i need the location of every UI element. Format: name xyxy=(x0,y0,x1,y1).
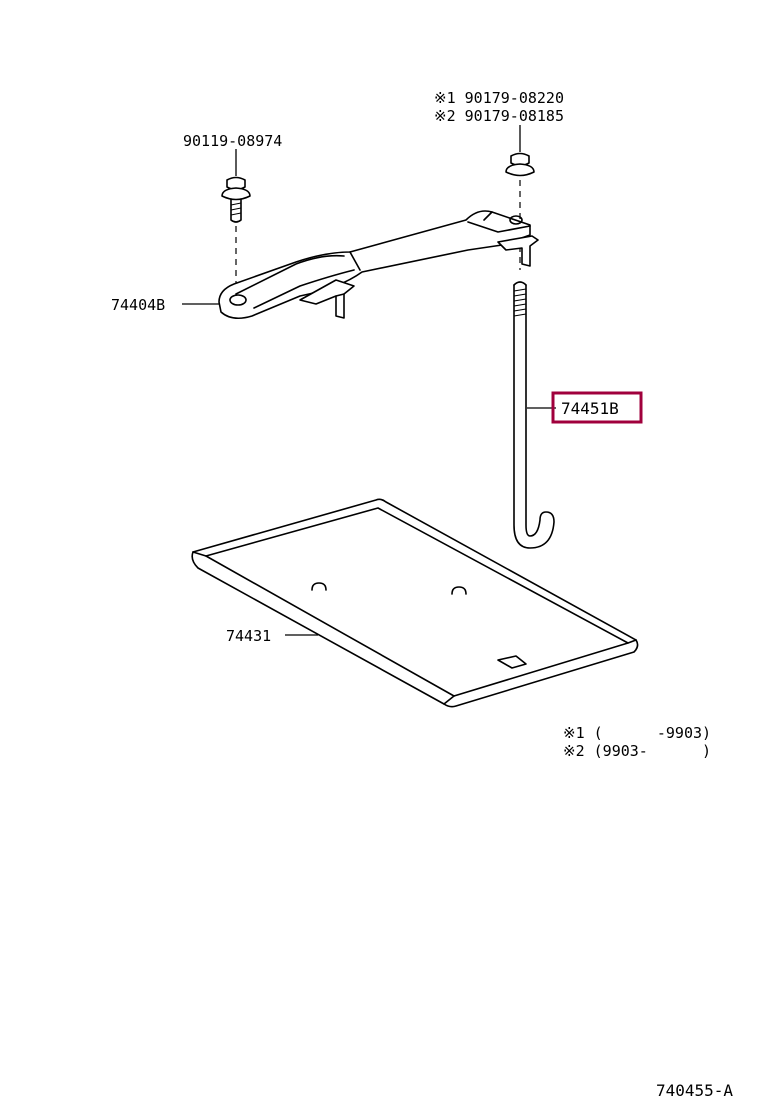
j-hook-rod xyxy=(513,281,555,549)
nut-right xyxy=(505,152,535,177)
diagram-id: 740455-A xyxy=(656,1081,733,1100)
label-nut-note-1: ※1 90179-08220 xyxy=(434,89,564,107)
note-1: ※1 ( -9903) xyxy=(563,724,711,742)
highlight-box-rod xyxy=(551,391,643,424)
bolt-left xyxy=(221,176,251,223)
label-clamp: 74404B xyxy=(111,296,165,314)
label-tray: 74431 xyxy=(226,627,271,645)
label-rod[interactable]: 74451B xyxy=(561,399,619,418)
battery-tray xyxy=(191,498,639,708)
note-2: ※2 (9903- ) xyxy=(563,742,711,760)
clamp-bracket xyxy=(218,210,539,320)
label-bolt-left: 90119-08974 xyxy=(183,132,282,150)
label-nut-note-2: ※2 90179-08185 xyxy=(434,107,564,125)
